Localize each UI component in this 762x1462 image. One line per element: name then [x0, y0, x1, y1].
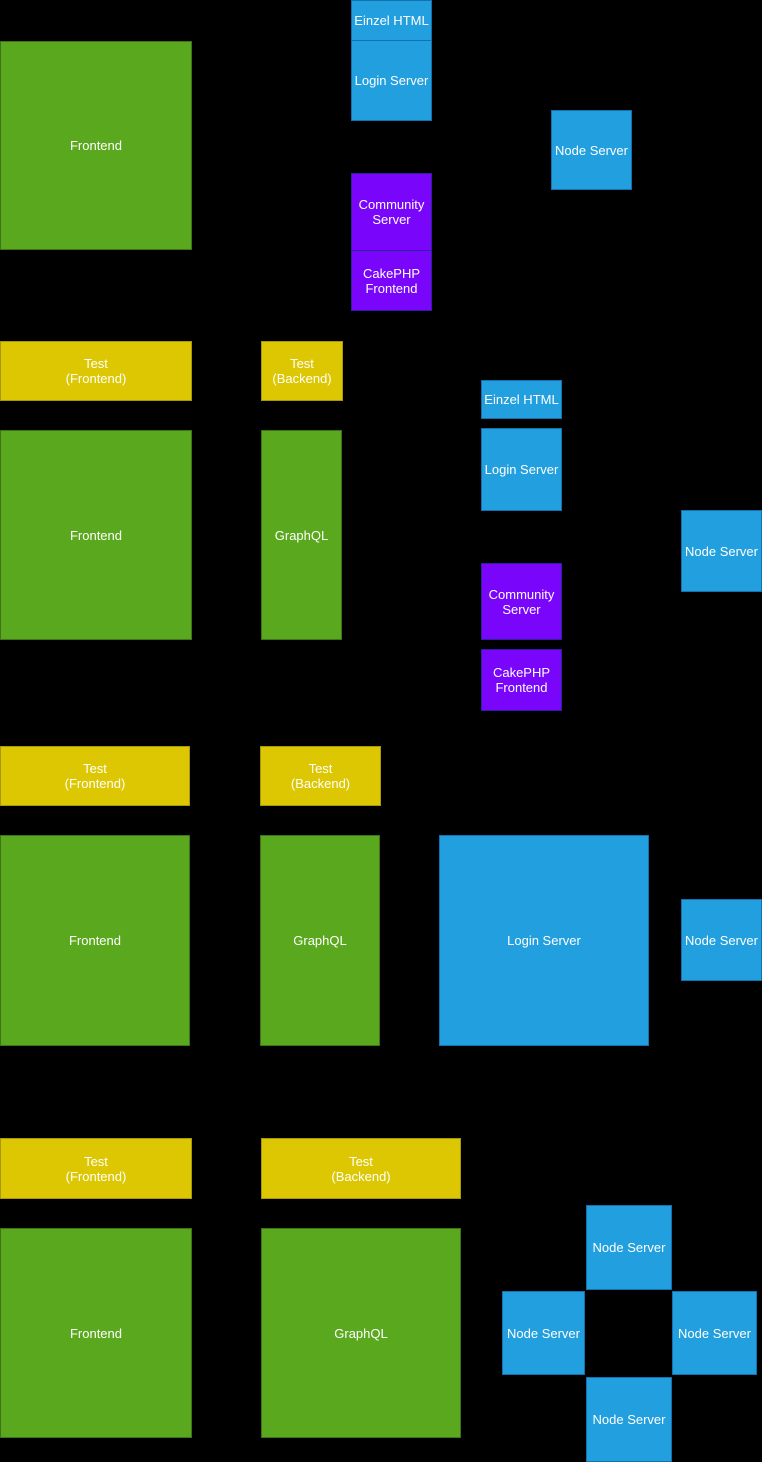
- node-login-server-3: Login Server: [439, 835, 649, 1046]
- node-node-server-4-left: Node Server: [502, 1291, 585, 1375]
- node-community-server-1-label: Community: [358, 197, 425, 212]
- node-node-server-4-bottom-label: Node Server: [592, 1412, 666, 1427]
- node-node-server-3-label: Node Server: [685, 932, 758, 948]
- node-test-frontend-3-label: Test: [83, 761, 107, 776]
- node-node-server-2: Node Server: [681, 510, 762, 592]
- node-login-server-2: Login Server: [481, 428, 562, 511]
- node-graphql-3: GraphQL: [260, 835, 380, 1046]
- node-test-backend-2-label: Test: [290, 356, 314, 371]
- node-node-server-4-top: Node Server: [586, 1205, 672, 1290]
- node-test-backend-2: Test(Backend): [261, 341, 343, 401]
- node-cakephp-frontend-2-label: Frontend: [495, 680, 548, 695]
- node-cakephp-frontend-2-label: CakePHP: [492, 665, 551, 680]
- node-test-frontend-3-label: (Frontend): [64, 776, 126, 791]
- node-node-server-4-right-label: Node Server: [678, 1325, 751, 1341]
- node-einzel-html-2-label: Einzel HTML: [484, 392, 559, 407]
- node-test-backend-3-label: (Backend): [290, 776, 351, 791]
- node-graphql-2-label: GraphQL: [274, 527, 329, 543]
- node-test-frontend-2-label: Test: [84, 356, 108, 371]
- node-graphql-2: GraphQL: [261, 430, 342, 640]
- node-frontend-2-label: Frontend: [69, 527, 123, 543]
- node-login-server-1: Login Server: [351, 40, 432, 121]
- node-login-server-1-label: Login Server: [354, 73, 429, 88]
- node-einzel-html-1-label: Einzel HTML: [354, 13, 429, 28]
- node-frontend-1-label: Frontend: [69, 138, 123, 153]
- node-graphql-4: GraphQL: [261, 1228, 461, 1438]
- node-node-server-4-left-label: Node Server: [507, 1325, 580, 1341]
- node-frontend-4: Frontend: [0, 1228, 192, 1438]
- node-login-server-2-label: Login Server: [484, 462, 559, 477]
- node-test-backend-3-label: Test: [308, 761, 333, 776]
- node-frontend-4-label: Frontend: [69, 1325, 123, 1341]
- node-frontend-1: Frontend: [0, 41, 192, 250]
- node-node-server-4-top-label: Node Server: [592, 1240, 666, 1255]
- node-frontend-3: Frontend: [0, 835, 190, 1046]
- node-node-server-1-label: Node Server: [555, 142, 628, 158]
- node-einzel-html-2: Einzel HTML: [481, 380, 562, 419]
- node-test-backend-4: Test(Backend): [261, 1138, 461, 1199]
- node-test-frontend-3: Test(Frontend): [0, 746, 190, 806]
- node-community-server-1-label: Server: [372, 212, 411, 227]
- node-node-server-1: Node Server: [551, 110, 632, 190]
- node-community-server-2-label: Server: [502, 601, 541, 617]
- node-frontend-2: Frontend: [0, 430, 192, 640]
- node-cakephp-frontend-1-label: Frontend: [365, 280, 418, 296]
- node-test-frontend-4-label: (Frontend): [65, 1168, 127, 1184]
- node-test-frontend-2: Test(Frontend): [0, 341, 192, 401]
- node-node-server-4-bottom: Node Server: [586, 1377, 672, 1462]
- node-test-backend-3: Test(Backend): [260, 746, 381, 806]
- node-test-backend-2-label: (Backend): [272, 371, 332, 386]
- node-test-frontend-2-label: (Frontend): [65, 371, 127, 386]
- node-login-server-3-label: Login Server: [507, 933, 581, 948]
- node-community-server-2-label: Community: [488, 586, 555, 602]
- node-test-backend-4-label: (Backend): [331, 1168, 391, 1184]
- node-node-server-4-right: Node Server: [672, 1291, 757, 1375]
- node-node-server-3: Node Server: [681, 899, 762, 981]
- node-node-server-2-label: Node Server: [685, 543, 758, 559]
- node-test-frontend-4-label: Test: [84, 1153, 108, 1169]
- node-cakephp-frontend-1-label: CakePHP: [362, 265, 421, 281]
- node-test-frontend-4: Test(Frontend): [0, 1138, 192, 1199]
- node-frontend-3-label: Frontend: [68, 933, 122, 948]
- node-einzel-html-1: Einzel HTML: [351, 0, 432, 41]
- node-test-backend-4-label: Test: [349, 1153, 373, 1169]
- node-graphql-4-label: GraphQL: [334, 1325, 388, 1341]
- node-graphql-3-label: GraphQL: [293, 933, 347, 948]
